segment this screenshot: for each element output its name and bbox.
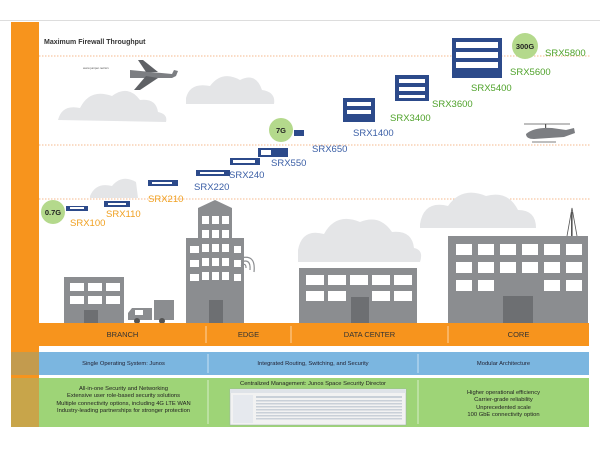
device-srx550 xyxy=(258,148,288,157)
model-srx3400: SRX3400 xyxy=(390,113,431,124)
badge-300g: 300G xyxy=(512,33,538,59)
cloud-1 xyxy=(58,90,167,122)
data-center-building xyxy=(299,268,417,323)
edge-building xyxy=(186,200,244,323)
model-srx240: SRX240 xyxy=(229,170,265,181)
feature-item: Higher operational efficiency xyxy=(466,390,541,396)
management-screenshot xyxy=(229,388,407,426)
feature-item: All-in-one Security and Networking xyxy=(79,386,168,392)
badge-7g: 7G xyxy=(269,118,293,142)
feature-item: 100 GbE connectivity option xyxy=(467,412,540,419)
segment-edge: EDGE xyxy=(237,330,260,339)
feature-list-left: All-in-one Security and Networking Exten… xyxy=(39,386,208,416)
feature-item: Multiple connectivity options, including… xyxy=(56,400,191,407)
source-caption: www.juniper.net/srx xyxy=(83,66,109,70)
model-srx3600: SRX3600 xyxy=(432,99,473,110)
feature-item: Unprecedented scale xyxy=(476,404,531,411)
capability-modular: Modular Architecture xyxy=(476,360,531,367)
model-srx210: SRX210 xyxy=(148,194,184,205)
badge-0-7g: 0.7G xyxy=(41,200,65,224)
device-srx650 xyxy=(294,130,304,136)
feature-item: Industry-leading partnerships for strong… xyxy=(56,408,191,415)
model-srx550: SRX550 xyxy=(271,158,307,169)
plane-icon xyxy=(130,60,178,90)
cloud-2 xyxy=(186,76,275,104)
diagram-title: Maximum Firewall Throughput xyxy=(44,39,146,46)
model-srx220: SRX220 xyxy=(194,182,230,193)
cloud-5 xyxy=(420,192,536,228)
management-title: Centralized Management: Junos Space Secu… xyxy=(240,381,386,387)
segment-bar xyxy=(11,323,589,346)
segment-data-center: DATA CENTER xyxy=(343,330,396,339)
model-srx100: SRX100 xyxy=(70,218,106,229)
capability-single-os: Single Operating System: Junos xyxy=(82,360,165,367)
branch-building xyxy=(64,277,124,323)
helicopter-icon xyxy=(524,123,575,143)
cloud-3 xyxy=(90,178,138,198)
cloud-4 xyxy=(298,218,422,262)
feature-middle: Centralized Management: Junos Space Secu… xyxy=(208,381,418,388)
segment-branch: BRANCH xyxy=(106,330,139,339)
model-srx5600: SRX5600 xyxy=(510,67,551,78)
model-srx5800: SRX5800 xyxy=(545,48,586,59)
feature-item: Carrier-grade reliability xyxy=(474,397,533,404)
feature-item: Extensive user role-based security solut… xyxy=(66,393,181,400)
feature-list-right: Higher operational efficiency Carrier-gr… xyxy=(418,390,589,420)
capability-integrated: Integrated Routing, Switching, and Secur… xyxy=(257,360,369,367)
srx-devices xyxy=(66,38,502,211)
model-srx5400: SRX5400 xyxy=(471,83,512,94)
core-building xyxy=(448,207,588,323)
top-border xyxy=(0,20,600,21)
model-srx650: SRX650 xyxy=(312,144,348,155)
truck-icon xyxy=(128,300,174,324)
capability-band xyxy=(11,352,589,375)
wifi-icon xyxy=(240,256,255,273)
segment-core: CORE xyxy=(507,330,530,339)
model-srx110: SRX110 xyxy=(106,209,141,220)
model-srx1400: SRX1400 xyxy=(353,128,394,139)
clouds xyxy=(58,76,536,262)
